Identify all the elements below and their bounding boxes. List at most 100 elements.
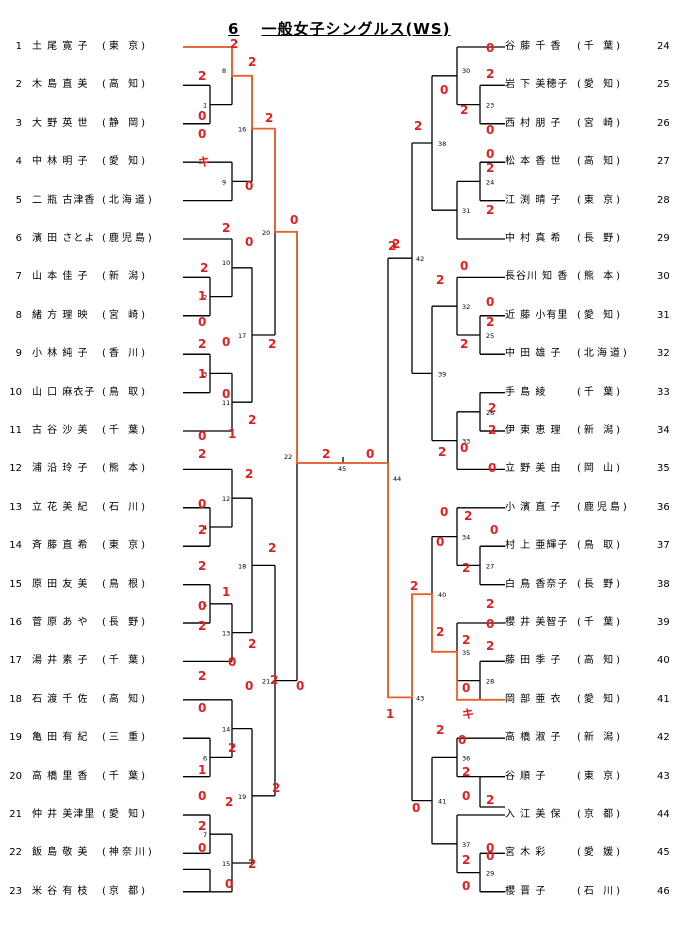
match-number: 16 <box>238 126 246 134</box>
player-name: 飯 島 敬 美 <box>32 847 89 859</box>
player-seed-number: 36 <box>657 501 670 513</box>
player-name: 土 尾 寛 子 <box>32 41 89 52</box>
player-name: 伊 東 恵 理 <box>505 425 562 436</box>
player-prefecture: (東 京) <box>577 770 623 782</box>
game-score: 0 <box>198 497 206 511</box>
player-seed-number: 12 <box>9 463 22 475</box>
player-name: 手 島 綾 <box>505 386 547 398</box>
game-score: 0 <box>245 679 253 693</box>
player-seed-number: 41 <box>657 693 670 705</box>
game-score: 2 <box>488 423 496 437</box>
right-player-row: 松 本 香 世(高 知)27 <box>505 155 677 169</box>
player-name: 濱 田 さとよ <box>32 233 96 244</box>
player-prefecture: (宮 崎) <box>577 117 623 129</box>
game-score: 0 <box>245 179 253 193</box>
player-name: 入 江 美 保 <box>505 809 562 820</box>
player-name: 櫻 井 美智子 <box>505 617 569 628</box>
player-seed-number: 42 <box>657 732 670 744</box>
game-score: 2 <box>245 467 253 481</box>
player-name: 西 村 朋 子 <box>505 117 562 129</box>
player-prefecture: (高 知) <box>102 79 148 91</box>
game-score: 2 <box>460 103 468 117</box>
player-prefecture: (鹿児島) <box>577 501 630 513</box>
player-seed-number: 29 <box>657 233 670 244</box>
match-number: 25 <box>486 332 494 340</box>
player-name: 緒 方 理 映 <box>32 309 89 321</box>
game-score: 2 <box>222 221 230 235</box>
game-score: 1 <box>222 585 230 599</box>
player-seed-number: 30 <box>657 271 670 283</box>
match-number: 13 <box>222 630 230 638</box>
game-score: 2 <box>486 315 494 329</box>
player-seed-number: 7 <box>15 271 22 283</box>
player-seed-number: 18 <box>9 693 22 705</box>
player-name: 原 田 友 美 <box>32 578 89 590</box>
right-player-row: 高 橋 淑 子(新 潟)42 <box>505 731 677 745</box>
match-number: 41 <box>438 798 446 806</box>
player-name: 近 藤 小有里 <box>505 309 569 321</box>
game-score: 0 <box>198 701 206 715</box>
right-player-row: 岩 下 美穂子(愛 知)25 <box>505 78 677 92</box>
player-seed-number: 8 <box>15 309 22 321</box>
game-score: キ <box>198 155 210 169</box>
player-name: 山 本 佳 子 <box>32 271 89 283</box>
player-seed-number: 5 <box>15 194 22 206</box>
game-score: 2 <box>198 69 206 83</box>
player-name: 岩 下 美穂子 <box>505 79 569 91</box>
player-name: 古 谷 沙 美 <box>32 425 89 436</box>
right-player-row: 藤 田 季 子(高 知)40 <box>505 654 677 668</box>
game-score: 2 <box>486 597 494 611</box>
game-score: 2 <box>198 447 206 461</box>
game-score: 2 <box>268 541 276 555</box>
match-number: 9 <box>222 178 226 186</box>
right-player-row: 中 村 真 希(長 野)29 <box>505 232 677 246</box>
match-number: 30 <box>462 67 470 75</box>
game-score: 2 <box>322 447 330 461</box>
match-number: 40 <box>438 591 446 599</box>
match-number: 37 <box>462 841 470 849</box>
match-number: 22 <box>284 453 292 461</box>
player-name: 高 橋 淑 子 <box>505 732 562 744</box>
player-seed-number: 23 <box>9 885 22 897</box>
player-name: 藤 田 季 子 <box>505 655 562 667</box>
match-number: 28 <box>486 678 494 686</box>
player-prefecture: (熊 本) <box>102 463 148 475</box>
game-score: 2 <box>270 673 278 687</box>
match-number: 45 <box>338 465 346 473</box>
game-score: 0 <box>366 447 374 461</box>
player-name: 菅 原 あ や <box>32 617 89 628</box>
player-prefecture: (東 京) <box>577 194 623 206</box>
match-number: 20 <box>262 229 270 237</box>
player-name: 谷 順 子 <box>505 770 547 782</box>
player-name: 江 渕 晴 子 <box>505 194 562 206</box>
player-name: 浦 沿 玲 子 <box>32 463 89 475</box>
match-number: 27 <box>486 562 494 570</box>
game-score: 2 <box>486 67 494 81</box>
player-prefecture: (長 野) <box>577 233 623 244</box>
game-score: 0 <box>440 83 448 97</box>
player-seed-number: 31 <box>657 309 670 321</box>
game-score: 2 <box>464 509 472 523</box>
game-score: 0 <box>462 789 470 803</box>
game-score: 2 <box>198 619 206 633</box>
match-number: 7 <box>203 831 207 839</box>
player-seed-number: 3 <box>15 117 22 129</box>
game-score: 0 <box>222 387 230 401</box>
player-prefecture: (岡 山) <box>577 463 623 475</box>
game-score: 2 <box>410 579 418 593</box>
match-number: 18 <box>238 562 246 570</box>
game-score: 2 <box>392 237 400 251</box>
player-prefecture: (東 京) <box>102 41 148 52</box>
game-score: 2 <box>265 111 273 125</box>
match-number: 38 <box>438 140 446 148</box>
game-score: 0 <box>198 109 206 123</box>
right-player-row: 長谷川 知 香(熊 本)30 <box>505 270 677 284</box>
